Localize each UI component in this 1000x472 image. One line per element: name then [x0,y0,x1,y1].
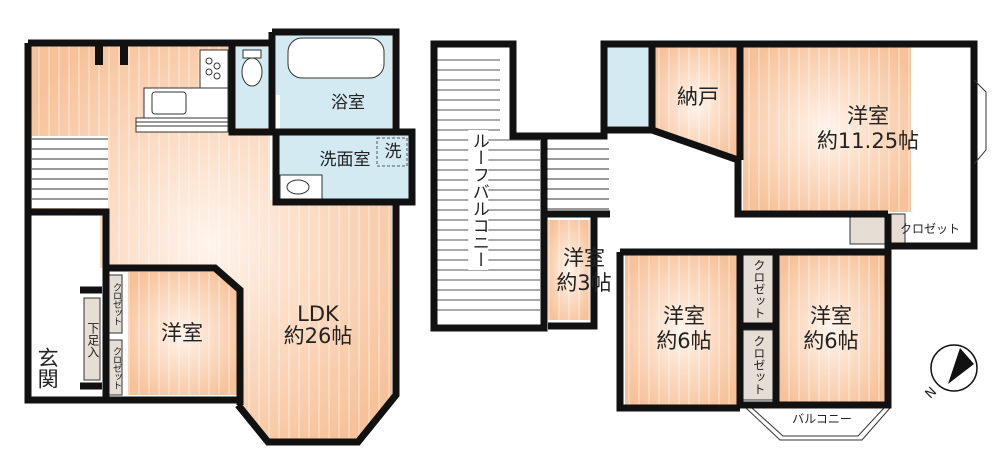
washer-label: 洗 [384,142,402,163]
room-bathroom-name: 浴室 [331,93,365,114]
closet-1f-lower-label: クロゼット [110,346,122,390]
room-western-1f-name: 洋室 [161,320,203,345]
room-entrance-name: 玄関 [35,347,60,389]
room-6jo-right-size: 約6帖 [803,328,859,353]
shoe-storage-label: 下足入 [85,322,100,358]
room-6jo-mid-name: 洋室 [663,303,705,328]
room-ldk-name: LDK [297,301,339,326]
compass-icon [930,344,978,392]
room-storage-name: 納戸 [677,84,719,109]
room-washroom-name: 洗面室 [319,150,371,171]
room-master-name: 洋室 [847,103,889,128]
room-ldk-size: 約26帖 [283,323,353,348]
compass [928,342,980,394]
room-master-size: 約11.25帖 [816,128,920,153]
closet-master-label: クロゼット [899,222,961,237]
closet-2f-upper-label: クロゼット [751,259,766,319]
closet-1f-upper-label: クロゼット [110,282,122,326]
room-3jo-size: 約3帖 [556,270,612,295]
balcony-label: バルコニー [792,412,852,427]
roof-balcony-label: ルーフバルコニー [468,130,489,270]
room-3jo-name: 洋室 [563,245,605,270]
floor1-plan [24,28,416,446]
floor2-plan [430,40,987,441]
closet-2f-lower-label: クロゼット [751,335,766,395]
room-6jo-right-name: 洋室 [810,303,852,328]
room-6jo-mid-size: 約6帖 [656,328,712,353]
